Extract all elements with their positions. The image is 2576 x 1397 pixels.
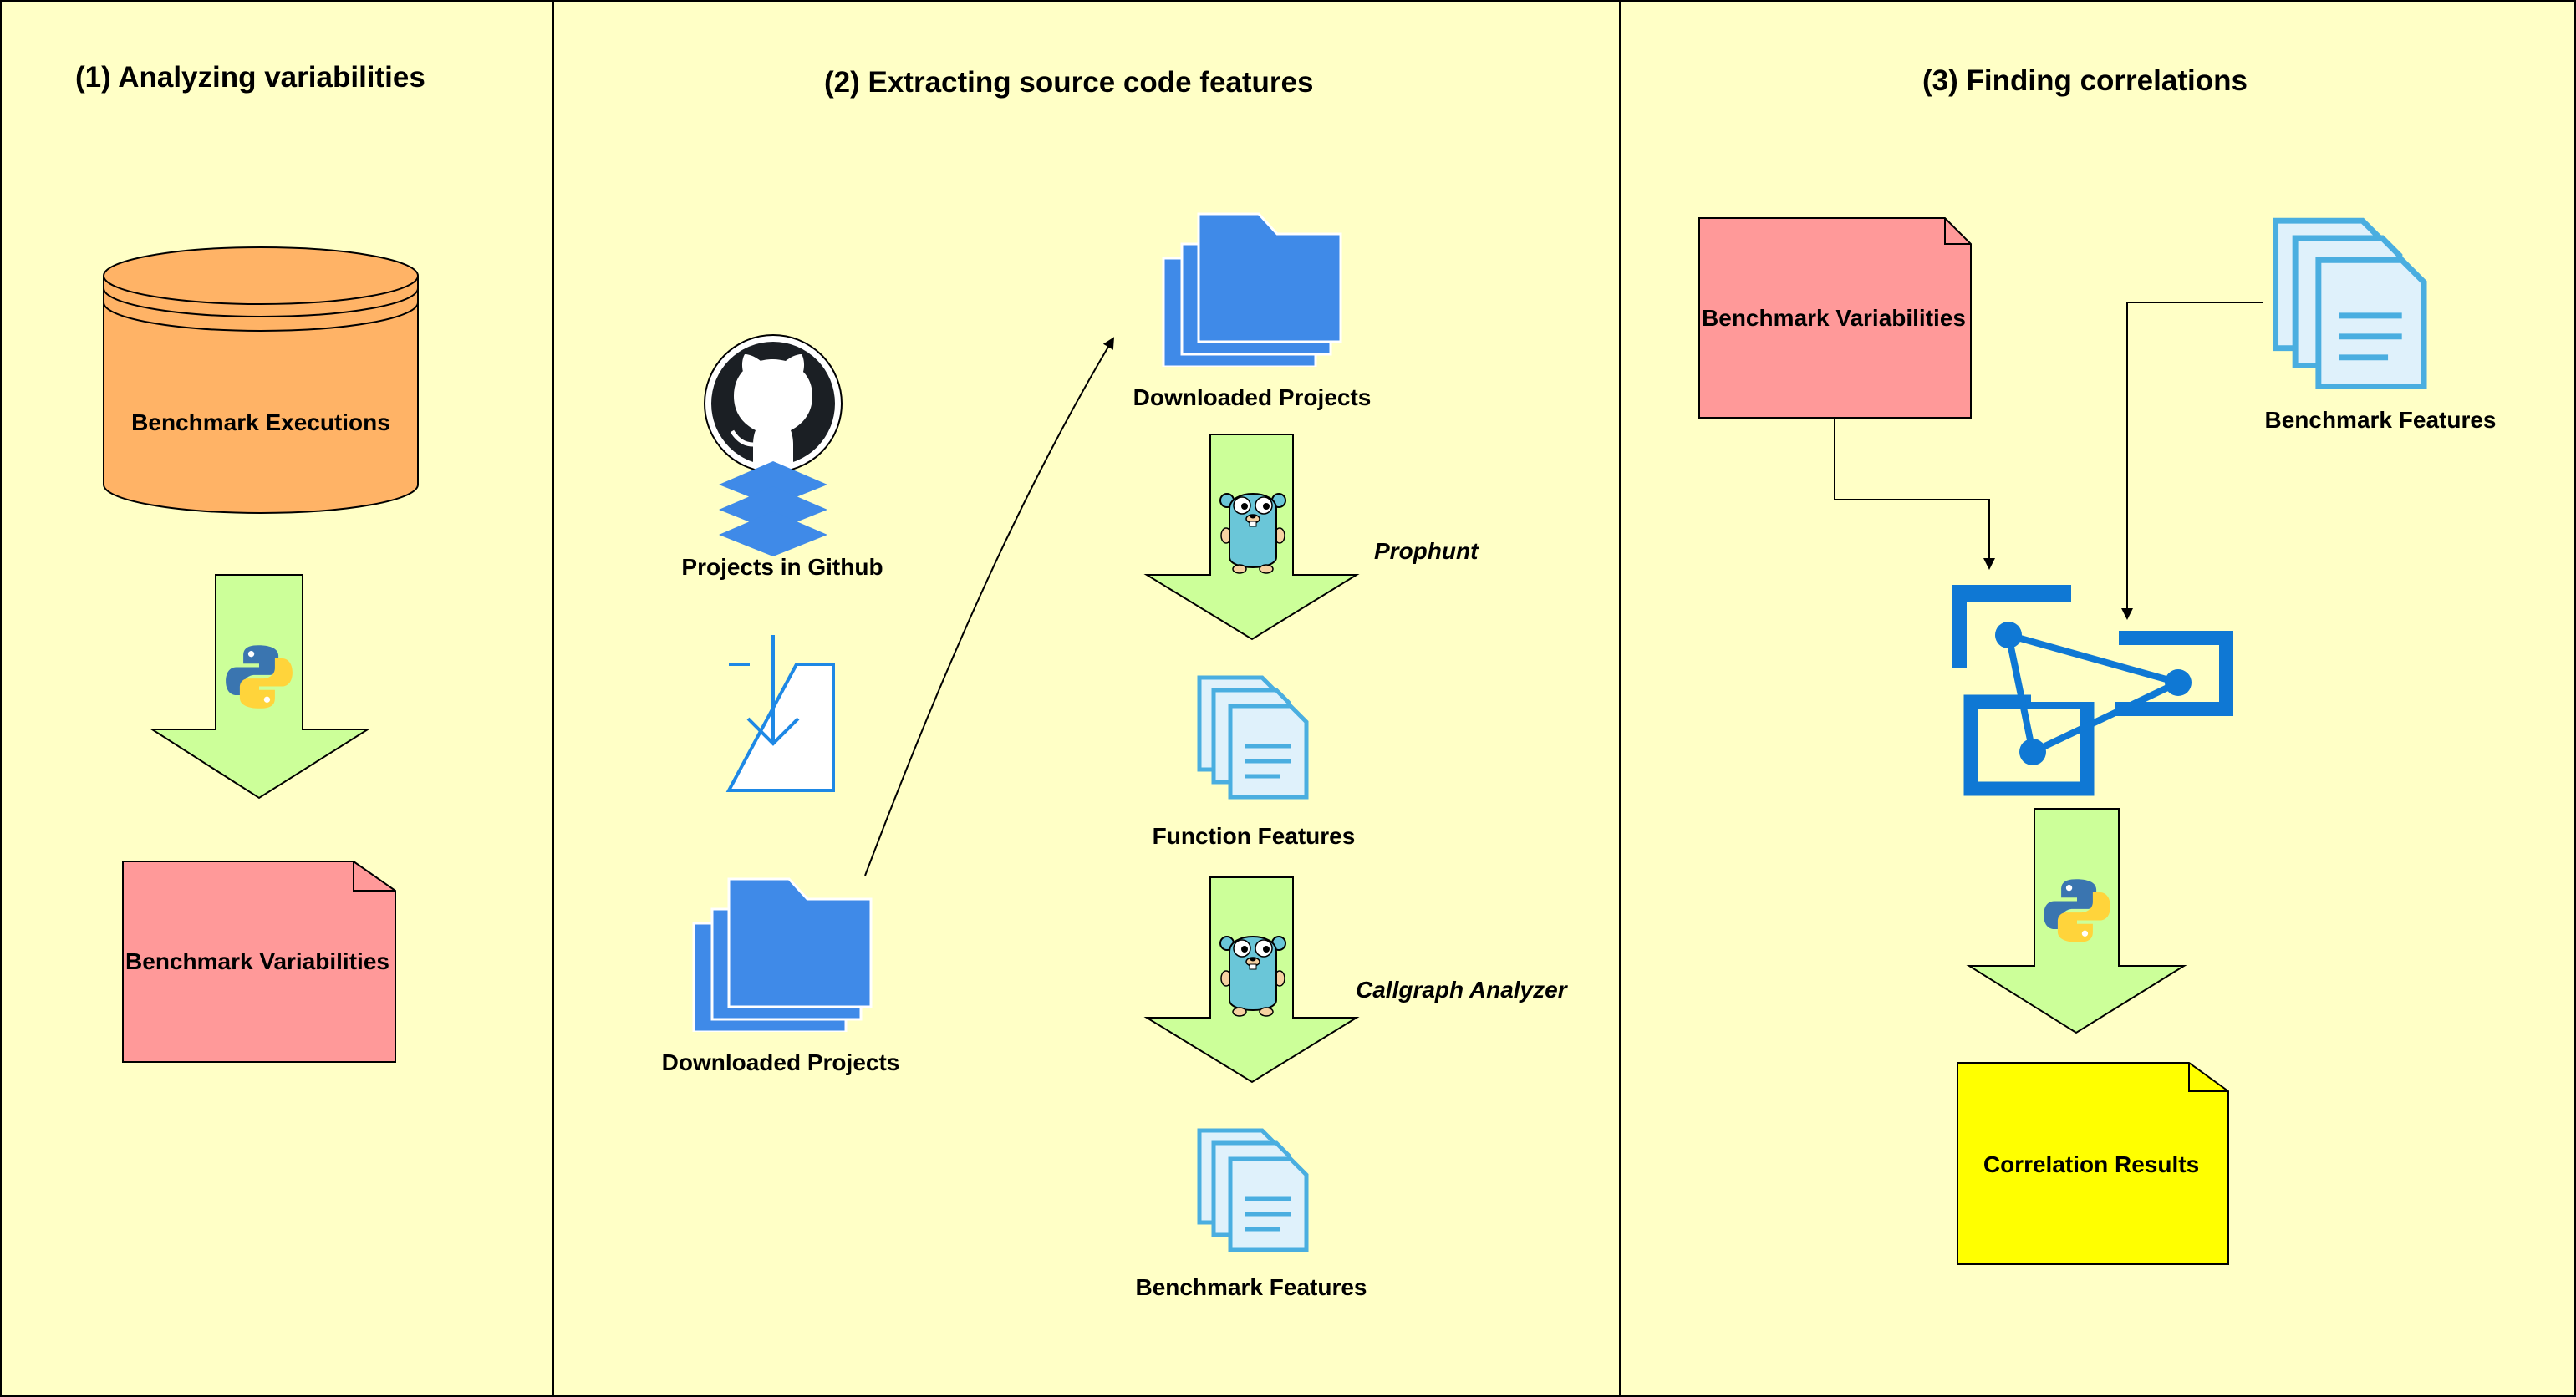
downloaded-projects-folder-icon	[692, 877, 873, 1032]
prophunt-label: Prophunt	[1374, 538, 1479, 564]
benchmark-executions-database: Benchmark Executions	[103, 246, 419, 514]
connector-arrow	[864, 337, 1115, 876]
section-title-correlations: (3) Finding correlations	[1922, 64, 2248, 97]
benchmark-features-label: Benchmark Features	[1135, 1274, 1367, 1300]
stack-layers-icon	[719, 461, 827, 556]
function-features-label: Function Features	[1153, 823, 1356, 849]
correlation-results-note: Correlation Results	[1957, 1062, 2229, 1265]
section-title-extracting: (2) Extracting source code features	[824, 66, 1313, 99]
function-features-docs-icon	[1199, 678, 1306, 797]
python-correlation-arrow	[1966, 808, 2187, 1034]
gopher-icon	[1219, 492, 1287, 575]
variabilities-input-label: Benchmark Variabilities	[1702, 305, 1966, 331]
download-icon	[725, 635, 835, 792]
section-title-analyzing: (1) Analyzing variabilities	[75, 61, 425, 94]
correlation-results-label: Correlation Results	[1983, 1151, 2199, 1177]
callgraph-process-arrow	[1143, 876, 1360, 1084]
variabilities-label: Benchmark Variabilities	[125, 948, 389, 974]
connector-arrow-variabilities	[1834, 418, 1995, 570]
downloaded-projects-label-bottom: Downloaded Projects	[662, 1049, 900, 1075]
benchmark-features-input-docs-icon	[2276, 221, 2424, 386]
connector-arrow-features	[2121, 302, 2263, 620]
prophunt-process-arrow	[1143, 434, 1360, 641]
benchmark-features-docs-icon	[1199, 1130, 1306, 1250]
python-process-arrow	[149, 574, 371, 800]
benchmark-features-input-label: Benchmark Features	[2264, 407, 2496, 433]
gopher-icon	[1219, 935, 1287, 1018]
github-label: Projects in Github	[681, 554, 883, 580]
database-label: Benchmark Executions	[131, 409, 390, 435]
benchmark-variabilities-note-input: Benchmark Variabilities	[1698, 217, 1972, 419]
downloaded-projects-label-top: Downloaded Projects	[1133, 384, 1372, 410]
benchmark-variabilities-note: Benchmark Variabilities	[122, 861, 396, 1063]
downloaded-projects-folder-icon	[1162, 212, 1342, 367]
azure-connection-icon	[1952, 585, 2233, 796]
callgraph-analyzer-label: Callgraph Analyzer	[1356, 977, 1569, 1003]
github-icon	[704, 334, 843, 473]
